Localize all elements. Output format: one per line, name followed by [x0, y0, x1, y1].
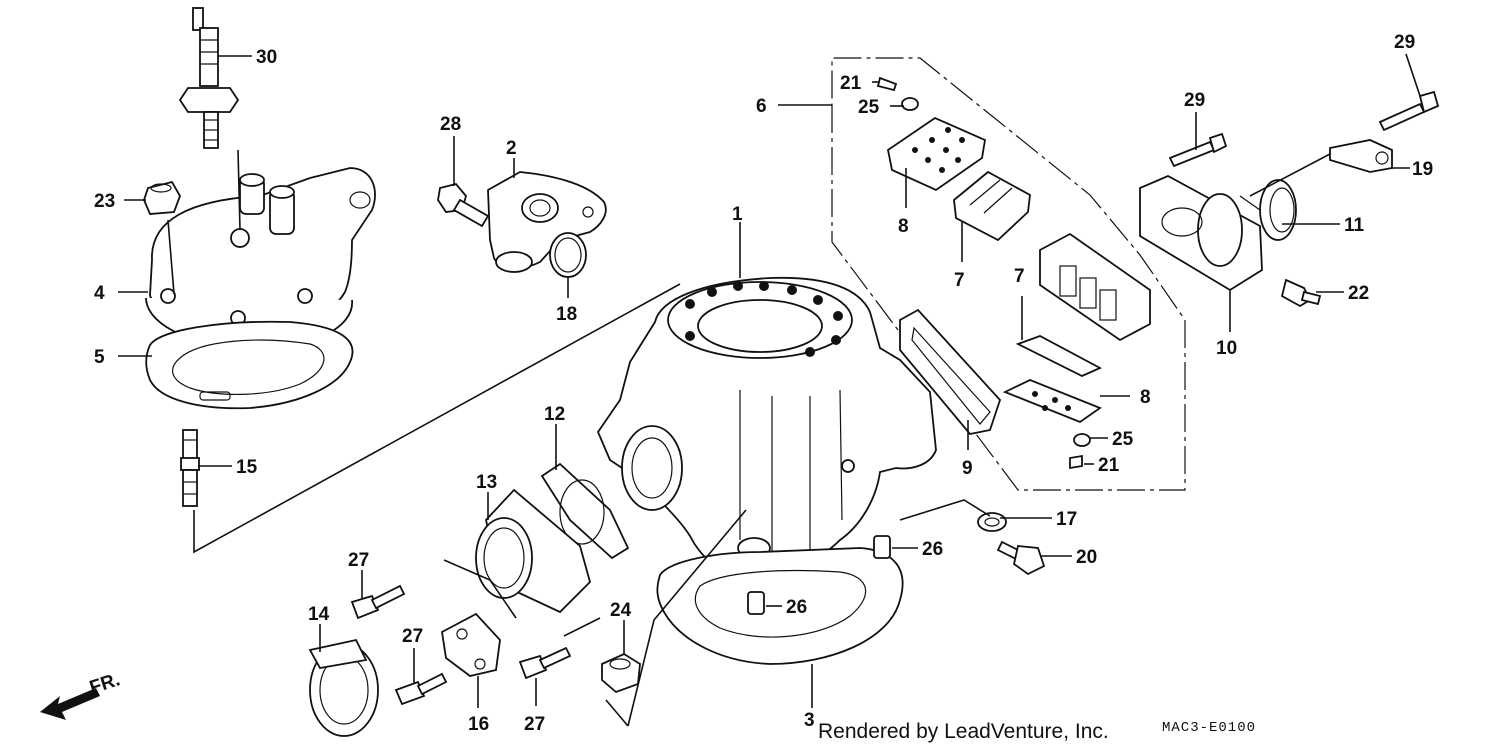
callout-21-upper: 21	[840, 73, 862, 94]
callout-29-right: 29	[1394, 32, 1415, 53]
callout-4: 4	[94, 283, 105, 304]
reed-valve-group-bracket	[831, 57, 1186, 491]
callout-17: 17	[1056, 509, 1077, 530]
callout-5: 5	[94, 347, 105, 368]
band-11	[1259, 179, 1297, 241]
callout-13: 13	[476, 472, 497, 493]
reed-cage	[1039, 232, 1151, 342]
head-gasket	[145, 320, 354, 410]
cap-nut	[143, 180, 181, 215]
callout-15: 15	[236, 457, 258, 478]
callout-6: 6	[756, 96, 767, 117]
spark-plug	[178, 7, 240, 149]
leader-lines	[118, 53, 1421, 727]
callout-28: 28	[440, 114, 461, 135]
nut-24	[601, 652, 641, 694]
watermark-text: Rendered by LeadVenture, Inc.	[818, 720, 1109, 743]
callout-27-left: 27	[348, 550, 369, 571]
reed-valve-gasket	[899, 308, 1002, 435]
callout-14: 14	[308, 604, 330, 625]
water-joint	[487, 171, 607, 273]
bracket-19	[1329, 139, 1393, 173]
callout-26-lower: 26	[786, 597, 807, 618]
bolt-20	[996, 540, 1046, 576]
callout-24: 24	[610, 600, 632, 621]
callout-19: 19	[1412, 159, 1433, 180]
callout-26-right: 26	[922, 539, 943, 560]
callout-18: 18	[556, 304, 577, 325]
callout-8-upper: 8	[898, 216, 909, 237]
exhaust-stay-16	[441, 612, 501, 677]
reed-screws-washers	[876, 76, 1091, 470]
reed-petal-lower	[1015, 335, 1103, 377]
callout-25-upper: 25	[858, 97, 880, 118]
screw-22	[1280, 278, 1322, 308]
callout-8-lower: 8	[1140, 387, 1151, 408]
callout-10: 10	[1216, 338, 1237, 359]
callout-9: 9	[962, 458, 973, 479]
manifold-bolts	[1168, 90, 1440, 168]
intake-manifold	[1139, 175, 1263, 292]
stud-bolt	[180, 429, 200, 507]
reed-stopper-lower	[1002, 379, 1102, 424]
callout-27-bottom: 27	[524, 714, 545, 735]
diagram-code: MAC3-E0100	[1162, 720, 1256, 736]
callout-12: 12	[544, 404, 565, 425]
front-direction-label: FR.	[87, 669, 123, 698]
callout-20: 20	[1076, 547, 1097, 568]
callout-7-lower: 7	[1014, 266, 1025, 287]
callout-21-lower: 21	[1098, 455, 1120, 476]
reed-stopper-upper	[887, 116, 987, 192]
dowel-pins	[747, 535, 891, 615]
callout-1: 1	[732, 204, 743, 225]
callout-30: 30	[256, 47, 277, 68]
callout-22: 22	[1348, 283, 1369, 304]
exhaust-band-14	[308, 638, 379, 737]
callout-2: 2	[506, 138, 517, 159]
callout-25-lower: 25	[1112, 429, 1134, 450]
callout-23: 23	[94, 191, 115, 212]
flange-bolt-28	[437, 182, 490, 228]
callout-labels: 1 2 3 4 5 6 7 7 8 8 9 10 11 12 13 14 15 …	[94, 32, 1433, 735]
washer-17	[977, 512, 1007, 532]
reed-petal-upper	[953, 170, 1031, 242]
callout-7-upper: 7	[954, 270, 965, 291]
cylinder	[596, 276, 937, 581]
exhaust-gasket-12	[540, 462, 630, 560]
exhaust-joint-13	[475, 488, 592, 614]
callout-11: 11	[1344, 215, 1365, 236]
callout-27-middle: 27	[402, 626, 423, 647]
callout-29-middle: 29	[1184, 90, 1205, 111]
o-ring	[549, 232, 587, 278]
callout-16: 16	[468, 714, 489, 735]
front-direction-arrow: FR.	[40, 669, 123, 720]
bolts-27	[350, 584, 572, 706]
callout-3: 3	[804, 710, 815, 731]
